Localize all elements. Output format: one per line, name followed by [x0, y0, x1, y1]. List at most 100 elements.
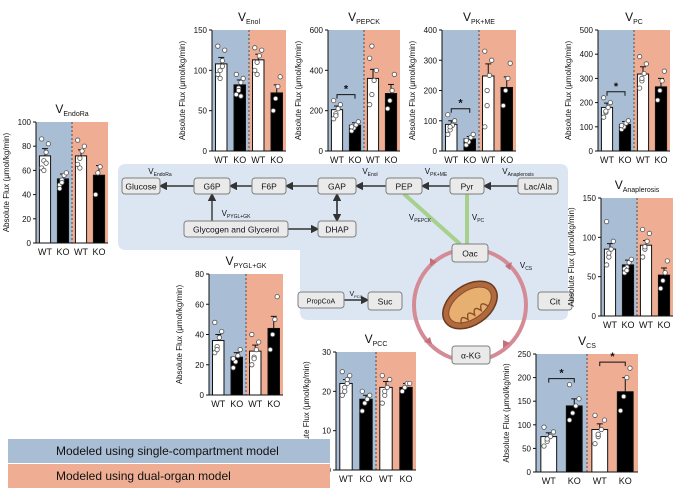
label-v-anaplerosis-diagram: VAnaplerosis [502, 167, 534, 178]
node-dhap-label: DHAP [325, 225, 349, 235]
data-point [452, 118, 458, 124]
data-point [640, 226, 646, 233]
y-tick-label: 60 [195, 300, 204, 309]
data-point [256, 339, 262, 345]
pepck-green-path [402, 192, 462, 246]
node-pep-label: PEP [395, 182, 412, 192]
bar-wt [366, 77, 380, 152]
data-point [233, 91, 239, 98]
y-tick-label: 0 [203, 147, 208, 156]
data-point [598, 426, 604, 433]
data-point [273, 95, 279, 102]
data-point [642, 244, 648, 250]
data-point [489, 57, 495, 63]
node-akg: α-KG [451, 345, 491, 365]
data-point [219, 58, 225, 64]
y-tick-label: 100 [583, 233, 597, 242]
chart-title: VCS [578, 334, 596, 350]
y-tick-label: 60 [22, 166, 31, 175]
data-point [607, 100, 613, 106]
y-tick-label: 20 [195, 361, 204, 370]
category-label: WT [330, 155, 344, 165]
data-point [254, 71, 260, 77]
data-point [486, 72, 492, 78]
node-glycogen-box [183, 220, 289, 238]
data-point [625, 118, 631, 124]
data-point [253, 347, 259, 353]
data-point [335, 106, 341, 112]
bar-ko [399, 386, 413, 471]
y-tick-label: 500 [580, 26, 594, 35]
label-v-pc: VPC [472, 213, 485, 224]
data-point [215, 71, 221, 77]
category-label: WT [636, 155, 650, 165]
y-tick-label: 200 [518, 374, 532, 383]
data-point [359, 388, 365, 394]
data-point [624, 267, 630, 273]
label-v-pcc-diagram: VPCC [349, 291, 362, 299]
data-point [364, 396, 370, 402]
y-axis-label: Absolute Flux (μmol/kg/min) [564, 41, 573, 141]
significance-bracket [548, 378, 575, 383]
y-tick-label: 0 [319, 147, 324, 156]
node-pep-box [385, 177, 423, 195]
category-label: KO [348, 155, 361, 165]
y-tick-label: 250 [518, 350, 532, 359]
data-point [382, 388, 388, 394]
data-point [379, 400, 385, 406]
node-cit-box [537, 291, 573, 311]
node-glucose: Glucose [121, 177, 161, 195]
data-point [81, 143, 87, 149]
bar-ko [92, 174, 106, 244]
data-point [617, 408, 624, 414]
data-point [369, 43, 375, 49]
data-point [236, 87, 242, 94]
data-point [646, 230, 652, 236]
data-point [379, 372, 385, 379]
label-v-pkme: VPK+ME [425, 167, 448, 178]
data-point [240, 75, 246, 82]
data-point [230, 356, 236, 362]
data-point [389, 87, 395, 94]
y-tick-label: 100 [18, 118, 32, 127]
data-point [79, 148, 85, 154]
mitochondrion-icon [442, 280, 498, 330]
data-point [59, 179, 65, 186]
data-point [447, 124, 453, 130]
data-point [659, 78, 665, 84]
y-tick-label: 100 [424, 117, 438, 126]
data-point [658, 285, 664, 292]
node-glucose-label: Glucose [125, 182, 156, 192]
y-tick-label: 40 [22, 191, 31, 200]
category-label: WT [248, 399, 262, 409]
category-label: WT [603, 320, 617, 330]
data-point [604, 219, 610, 225]
node-lac_ala-label: Lac/Ala [524, 182, 553, 192]
data-point [272, 316, 278, 322]
data-point [275, 83, 281, 90]
tca-arrowhead [503, 340, 510, 348]
category-label: WT [339, 474, 353, 484]
data-point [230, 365, 236, 371]
label-v-pepck: VPEPCK [409, 213, 432, 224]
category-label: KO [267, 399, 280, 409]
bar-ko [565, 405, 583, 473]
bar-wt [482, 75, 495, 152]
tca-arrowhead [424, 337, 432, 344]
y-tick-label: 10 [322, 427, 331, 436]
node-g6p-label: G6P [203, 182, 220, 192]
data-point [627, 365, 633, 371]
data-point [347, 372, 353, 379]
data-point [219, 63, 225, 69]
data-point [640, 254, 646, 260]
data-point [391, 71, 397, 77]
category-label: WT [600, 155, 614, 165]
y-tick-label: 400 [424, 26, 438, 35]
significance-star: * [610, 351, 615, 363]
legend-single-label: Modeled using single-compartment model [56, 444, 279, 458]
node-glycogen: Glycogen and Glycerol [183, 220, 289, 238]
